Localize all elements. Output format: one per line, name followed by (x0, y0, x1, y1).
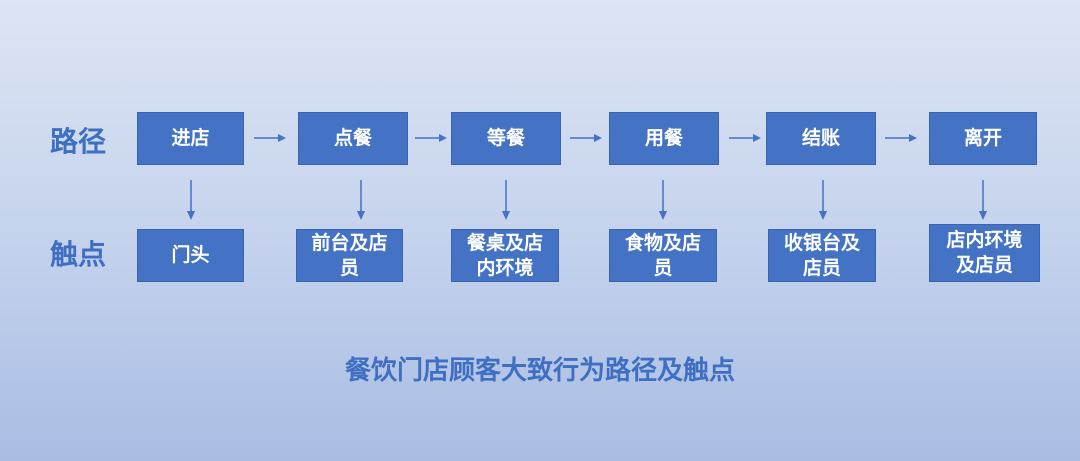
touchpoint-front-desk: 前台及店员 (296, 229, 403, 282)
arrow-down-icon (187, 180, 195, 220)
arrow-down-icon (819, 180, 827, 220)
diagram-caption: 餐饮门店顾客大致行为路径及触点 (344, 356, 735, 386)
arrow-right-icon (729, 134, 761, 142)
path-step-enter: 进店 (137, 112, 244, 165)
path-step-leave: 离开 (929, 112, 1037, 165)
path-row-label: 路径 (50, 125, 107, 158)
path-step-wait: 等餐 (451, 112, 561, 165)
arrow-right-icon (885, 134, 917, 142)
touchpoint-cashier: 收银台及店员 (768, 229, 876, 282)
path-step-checkout: 结账 (766, 112, 876, 165)
arrow-down-icon (979, 180, 987, 220)
touchpoint-row-label: 触点 (50, 238, 107, 271)
path-step-dine: 用餐 (609, 112, 719, 165)
touchpoint-storefront: 门头 (137, 229, 244, 282)
touchpoint-table-environment: 餐桌及店内环境 (451, 229, 559, 282)
arrow-right-icon (415, 134, 447, 142)
arrow-down-icon (502, 180, 510, 220)
arrow-down-icon (659, 180, 667, 220)
touchpoint-food-staff: 食物及店员 (609, 229, 717, 282)
path-step-order: 点餐 (298, 112, 408, 165)
arrow-right-icon (570, 134, 602, 142)
arrow-right-icon (254, 134, 286, 142)
arrow-down-icon (357, 180, 365, 220)
touchpoint-store-environment: 店内环境及店员 (929, 224, 1040, 282)
